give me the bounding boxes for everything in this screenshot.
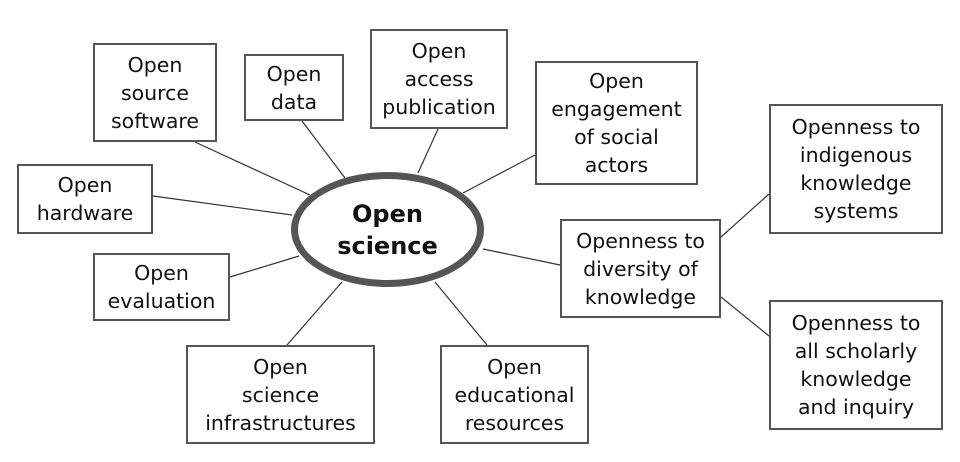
node-label: Openness to indigenous knowledge systems [791,115,921,223]
center-node-open-science: Open science [291,172,484,287]
connector-openness-diversity-knowledge [482,248,561,266]
node-label: Open data [266,61,322,114]
connector-open-data [301,120,346,179]
connector-open-engagement-social-actors [462,154,536,194]
connector-open-source-software [194,141,311,196]
node-label: Openness to diversity of knowledge [576,228,705,309]
node-label: Open source software [110,52,200,133]
node-open-access-publication: Open access publication [370,29,508,129]
node-label: Open educational resources [454,354,575,435]
center-node-label: Open science [337,199,438,260]
node-open-hardware: Open hardware [17,164,153,234]
node-open-evaluation: Open evaluation [93,253,230,321]
connector-open-evaluation [229,255,300,278]
node-open-source-software: Open source software [93,43,217,142]
node-label: Open hardware [36,173,134,225]
node-open-engagement-social-actors: Open engagement of social actors [535,61,698,185]
node-open-data: Open data [244,54,344,121]
node-openness-diversity-knowledge: Openness to diversity of knowledge [560,219,721,318]
connector-openness-scholarly-knowledge [720,296,770,337]
node-open-science-infrastructures: Open science infrastructures [186,345,375,444]
node-open-educational-resources: Open educational resources [440,345,589,444]
node-label: Open science infrastructures [205,354,356,435]
node-label: Open access publication [382,39,496,119]
connector-openness-indigenous-knowledge [720,193,770,238]
connector-open-access-publication [417,128,439,174]
node-label: Open evaluation [107,261,216,313]
connector-open-science-infrastructures [286,281,343,346]
connector-open-hardware [152,195,293,216]
node-label: Open engagement of social actors [551,69,682,177]
connector-open-educational-resources [434,281,488,346]
node-label: Openness to all scholarly knowledge and … [791,311,921,419]
node-openness-indigenous-knowledge: Openness to indigenous knowledge systems [769,104,943,234]
node-openness-scholarly-knowledge: Openness to all scholarly knowledge and … [769,300,943,430]
